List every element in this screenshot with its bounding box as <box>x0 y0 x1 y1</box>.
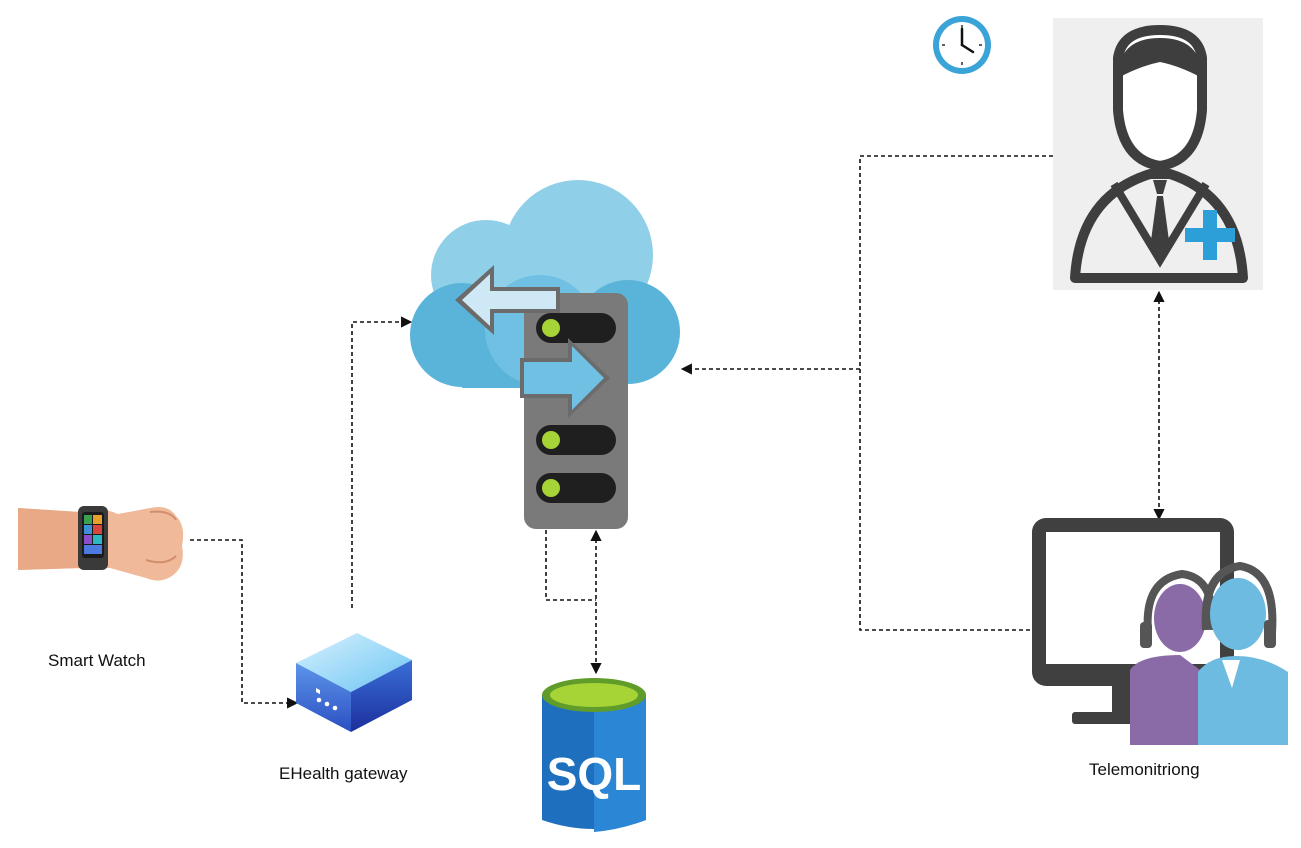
sql-label: SQL <box>547 748 642 800</box>
server-rack <box>524 293 628 529</box>
connector-server-to-sql <box>545 530 596 601</box>
smart-watch-label: Smart Watch <box>48 651 146 670</box>
operator-blue-icon <box>1198 561 1288 745</box>
sql-database-icon: SQL <box>542 678 646 832</box>
connector-gateway-to-cloud <box>351 316 413 608</box>
medical-cross-icon <box>1185 210 1235 260</box>
connectors <box>190 155 1165 709</box>
telemonitoring-label: Telemonitriong <box>1089 760 1200 779</box>
connector-doctor-branch <box>859 155 1053 631</box>
arrow-right-icon <box>520 338 610 418</box>
doctor-icon <box>1053 18 1263 290</box>
gateway-label: EHealth gateway <box>279 764 408 783</box>
connector-watch-to-gateway <box>190 539 299 709</box>
smartwatch-wrist-icon <box>18 506 184 581</box>
cloud-server-icon <box>410 180 680 529</box>
arrow-left-icon <box>455 265 560 335</box>
clock-icon <box>933 16 991 74</box>
telemonitoring-monitor-icon <box>1032 518 1288 745</box>
gateway-box-icon <box>296 633 412 732</box>
operator-purple-icon <box>1130 569 1217 745</box>
